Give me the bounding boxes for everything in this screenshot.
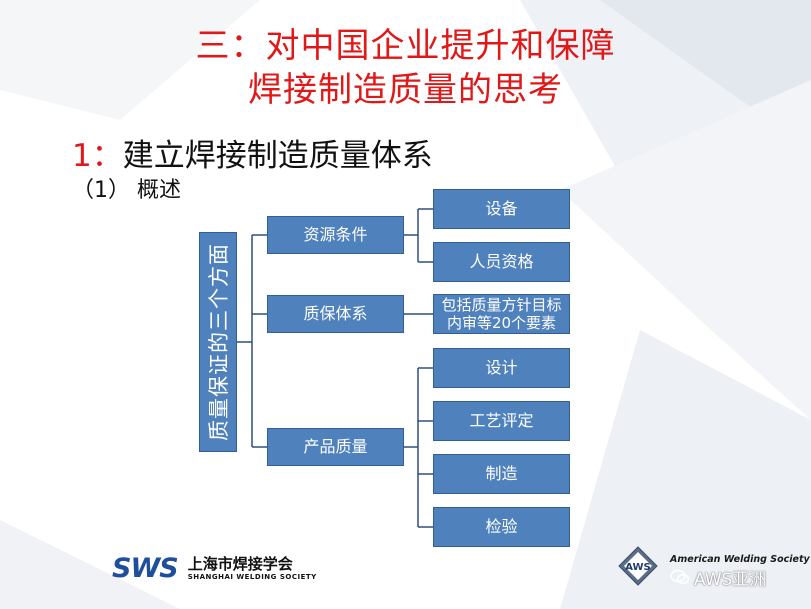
section-heading-number: 1：	[72, 138, 123, 174]
sws-name-cn: 上海市焊接学会	[187, 554, 293, 573]
leaf-node-equipment: 设备	[433, 189, 570, 229]
subsection-heading: （1） 概述	[72, 178, 181, 203]
diagram-root-label: 质量保证的三个方面	[207, 243, 231, 441]
slide-title-line1: 三：对中国企业提升和保障	[195, 26, 616, 66]
sws-name-en: SHANGHAI WELDING SOCIETY	[187, 572, 317, 581]
wechat-account-name: AWS亚洲	[694, 569, 767, 590]
leaf-node-quality-elements: 包括质量方针目标内审等20个要素	[433, 294, 570, 334]
branch-node-quality-system: 质保体系	[267, 295, 404, 333]
aws-logo-block: AWS American Welding Society AWS亚洲	[612, 544, 810, 592]
slide-title-line2: 焊接制造质量的思考	[248, 70, 563, 110]
leaf-node-inspection: 检验	[433, 507, 570, 547]
leaf-node-procedure-qualification: 工艺评定	[433, 401, 570, 441]
wechat-watermark: AWS亚洲	[670, 566, 767, 590]
branch-node-resources: 资源条件	[267, 216, 404, 254]
leaf-node-manufacturing: 制造	[433, 454, 570, 494]
leaf-node-personnel-qualification: 人员资格	[433, 242, 570, 282]
sws-logo-block: SWS 上海市焊接学会 SHANGHAI WELDING SOCIETY	[112, 550, 317, 586]
sws-logo: SWS	[112, 552, 179, 584]
aws-name: American Welding Society	[670, 554, 810, 565]
section-heading: 1：建立焊接制造质量体系	[72, 136, 433, 176]
aws-logo-text: AWS	[625, 562, 651, 573]
leaf-node-design: 设计	[433, 348, 570, 388]
branch-node-product-quality: 产品质量	[267, 428, 404, 466]
wechat-icon	[670, 569, 690, 585]
section-heading-text: 建立焊接制造质量体系	[122, 138, 433, 174]
diagram-root-node: 质量保证的三个方面	[199, 232, 237, 452]
aws-diamond-logo-icon: AWS	[618, 546, 658, 586]
